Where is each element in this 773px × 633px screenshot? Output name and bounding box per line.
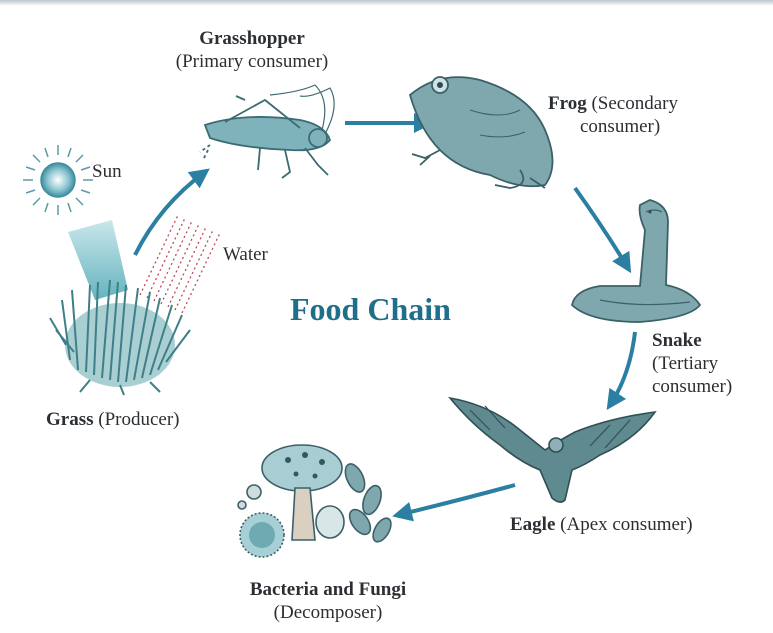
arrow-grass-to-grasshopper: [135, 172, 205, 255]
decomposer-role: (Decomposer): [210, 601, 446, 624]
grass-name: Grass: [46, 409, 94, 430]
grass-label: Grass (Producer): [46, 408, 180, 431]
grasshopper-name: Grasshopper: [199, 28, 305, 49]
frog-name: Frog: [548, 93, 587, 114]
grass-role: (Producer): [98, 409, 179, 430]
grasshopper-label: Grasshopper (Primary consumer): [142, 27, 362, 73]
water-label: Water: [223, 243, 268, 266]
sun-label: Sun: [92, 160, 122, 183]
decomposer-name: Bacteria and Fungi: [250, 579, 406, 600]
eagle-name: Eagle: [510, 514, 555, 535]
decomposer-label: Bacteria and Fungi (Decomposer): [210, 578, 446, 624]
grasshopper-icon: [200, 85, 334, 178]
snake-role-line1: (Tertiary: [652, 352, 732, 375]
snake-icon: [572, 200, 700, 322]
frog-label: Frog (Secondary consumer): [548, 92, 678, 138]
arrow-frog-to-snake: [575, 188, 628, 268]
eagle-icon: [450, 398, 655, 502]
arrow-eagle-to-decomposer: [398, 485, 515, 515]
frog-role-line2: consumer): [548, 115, 678, 138]
sun-icon: [23, 145, 93, 215]
grass-icon: [50, 280, 190, 395]
decomposer-icon: [238, 445, 395, 557]
snake-name: Snake: [652, 330, 702, 351]
frog-role-line1: (Secondary: [591, 93, 678, 114]
grasshopper-role: (Primary consumer): [142, 50, 362, 73]
eagle-role: (Apex consumer): [560, 514, 692, 535]
snake-role-line2: consumer): [652, 375, 732, 398]
arrow-snake-to-eagle: [610, 332, 635, 405]
snake-label: Snake (Tertiary consumer): [652, 329, 732, 398]
frog-icon: [410, 77, 553, 188]
eagle-label: Eagle (Apex consumer): [510, 513, 693, 536]
diagram-title: Food Chain: [290, 291, 451, 328]
